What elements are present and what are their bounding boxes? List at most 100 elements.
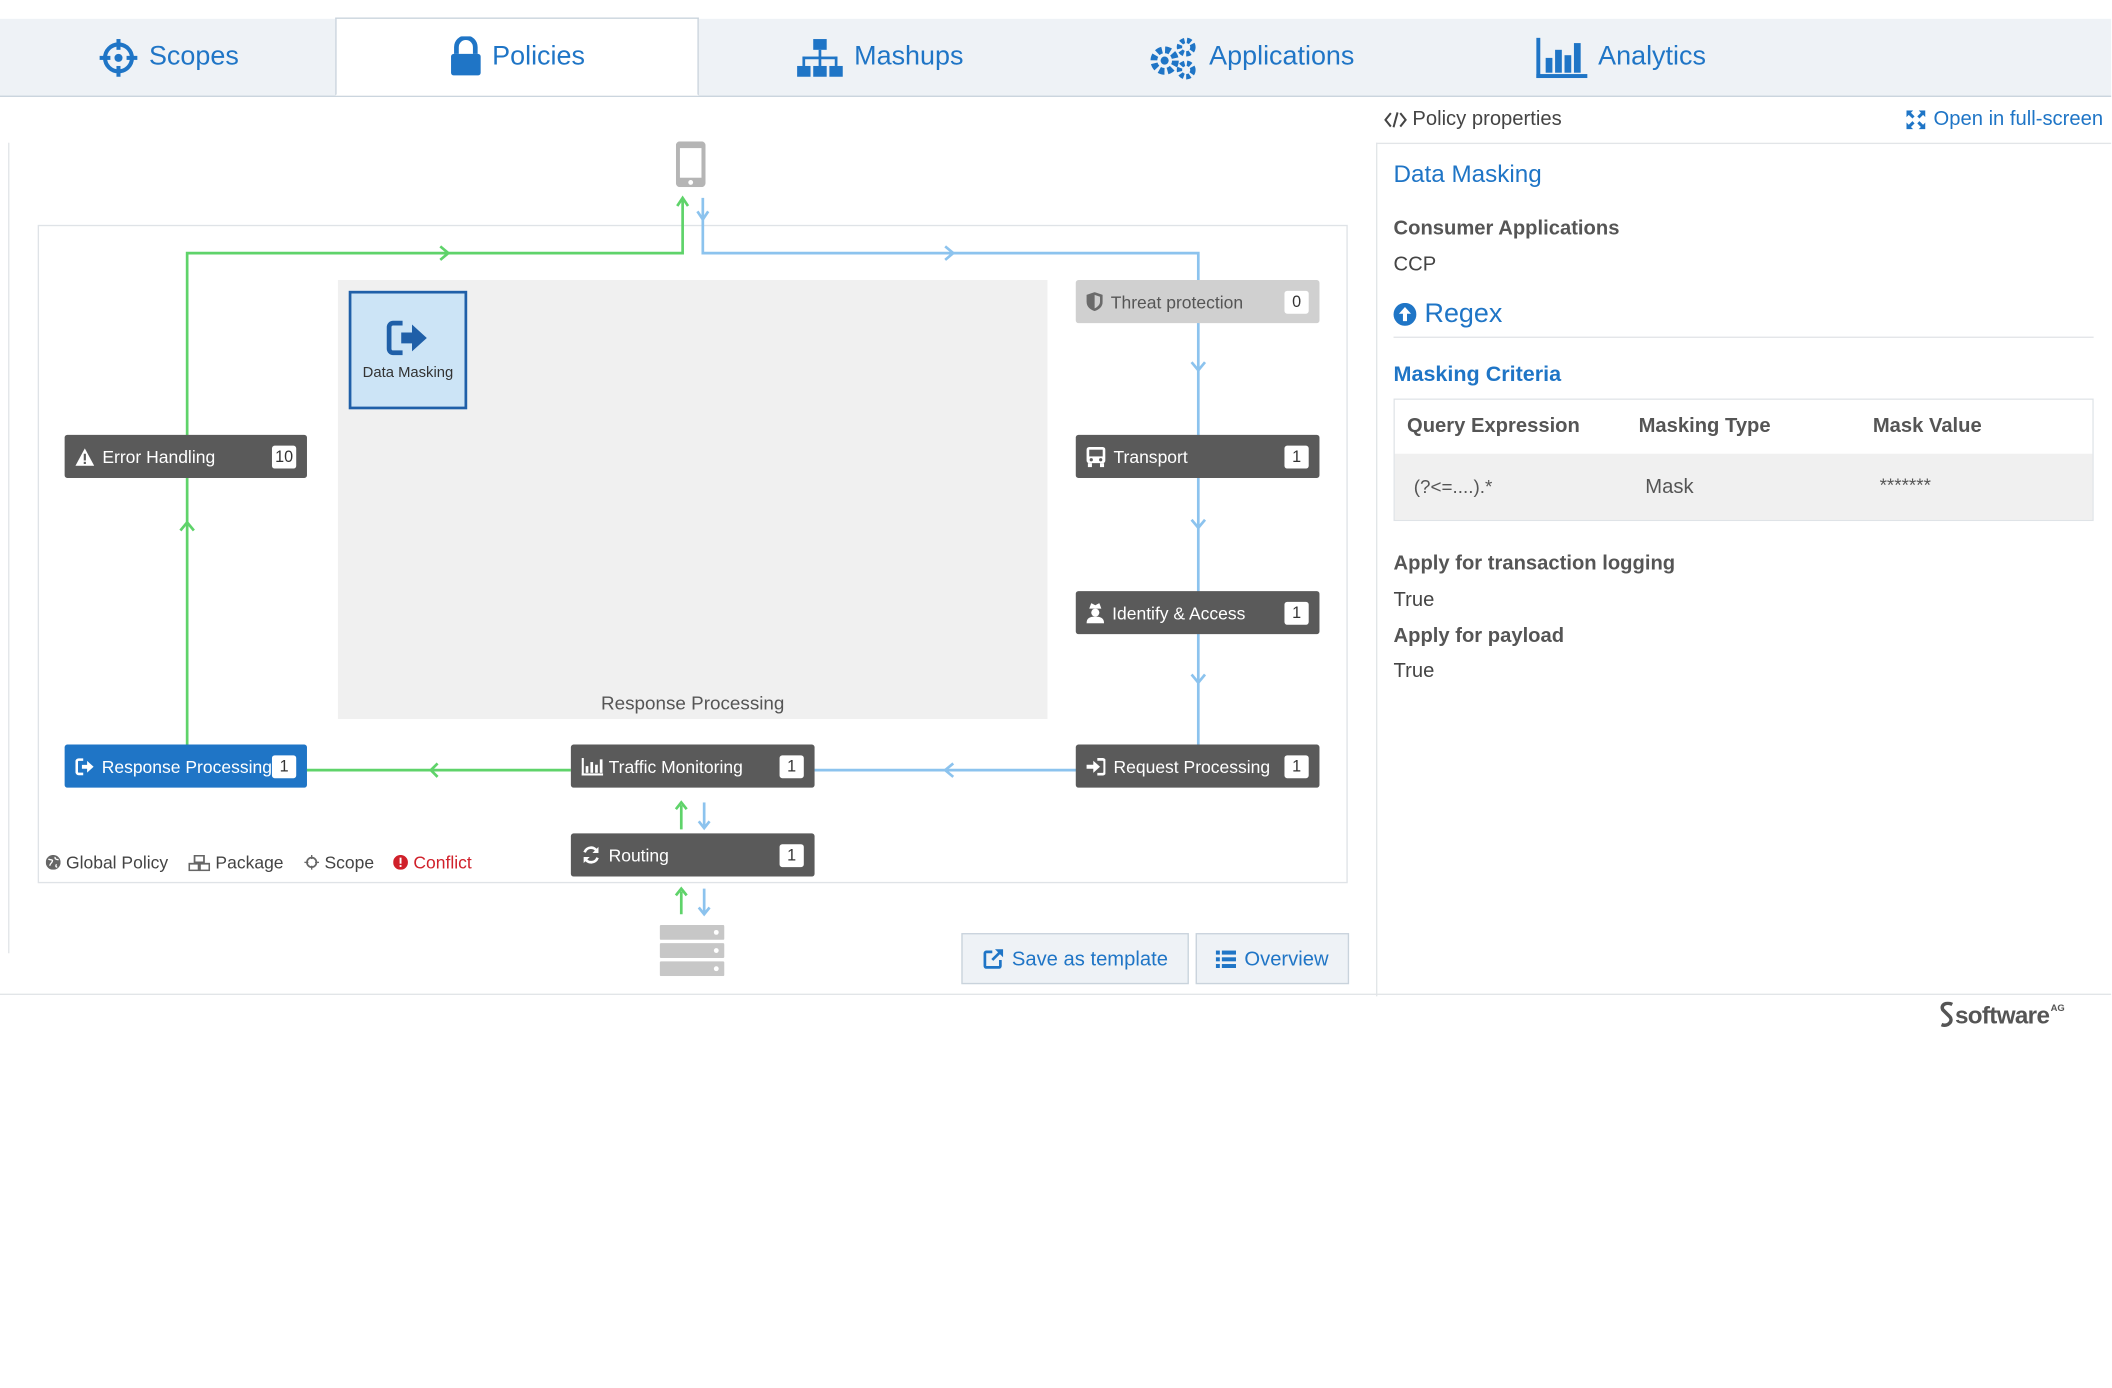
tab-mashups[interactable]: Mashups: [699, 19, 1063, 96]
crosshair-icon: [99, 38, 137, 77]
stage-label: Identify & Access: [1112, 602, 1246, 623]
tab-label: Analytics: [1598, 41, 1706, 72]
crosshair-icon: [304, 854, 320, 870]
warning-icon: [75, 447, 95, 466]
refresh-icon: [583, 846, 599, 864]
globe-icon: [45, 854, 61, 870]
dropzone-label: Response Processing: [601, 692, 785, 714]
brand-suffix: AG: [2050, 1004, 2065, 1014]
policy-properties-panel: [1376, 142, 2112, 997]
stage-traffic-monitoring[interactable]: Traffic Monitoring 1: [570, 744, 815, 788]
stage-identify-access[interactable]: Identify & Access 1: [1075, 591, 1320, 635]
transaction-logging-label: Apply for transaction logging: [1393, 552, 1676, 575]
tab-label: Applications: [1209, 41, 1355, 72]
legend-label: Scope: [324, 852, 375, 873]
legend-label: Global Policy: [65, 852, 169, 873]
exclamation-circle-icon: [393, 854, 408, 870]
arrow-circle-up-icon: [1393, 302, 1417, 326]
main-tab-bar: Scopes Policies Mashups Applications Ana…: [0, 17, 2112, 97]
legend-label: Conflict: [413, 852, 472, 873]
user-secret-icon: [1086, 602, 1105, 623]
bus-icon: [1086, 446, 1106, 467]
stage-routing[interactable]: Routing 1: [570, 833, 815, 877]
tab-policies[interactable]: Policies: [335, 17, 699, 96]
stage-count: 0: [1284, 290, 1309, 314]
left-divider: [8, 142, 10, 954]
flow-connectors: [179, 195, 1207, 917]
stage-transport[interactable]: Transport 1: [1075, 434, 1320, 478]
stage-count: 1: [779, 754, 804, 778]
policy-card-label: Data Masking: [362, 364, 454, 382]
tab-scopes[interactable]: Scopes: [0, 19, 337, 96]
regex-section-toggle[interactable]: Regex: [1393, 298, 1503, 330]
cubes-icon: [188, 854, 211, 871]
button-label: Save as template: [1011, 947, 1168, 971]
bar-chart-icon: [1536, 37, 1588, 78]
software-ag-logo: software AG: [1939, 1001, 2065, 1030]
legend-scope: Scope: [304, 852, 374, 872]
stage-label: Request Processing: [1113, 756, 1271, 777]
expand-icon: [1906, 109, 1926, 129]
apply-payload-value: True: [1393, 659, 1435, 683]
button-label: Overview: [1244, 947, 1329, 971]
tab-label: Mashups: [854, 41, 964, 72]
stage-label: Traffic Monitoring: [608, 756, 743, 777]
bar-chart-icon: [581, 757, 604, 775]
external-link-icon: [982, 949, 1003, 969]
mobile-client-icon: [675, 141, 706, 188]
stage-label: Threat protection: [1110, 291, 1244, 312]
stage-count: 1: [271, 754, 297, 778]
consumer-applications-value: CCP: [1393, 253, 1437, 277]
cell-masking-type: Mask: [1645, 475, 1694, 499]
stage-label: Response Processing: [101, 756, 272, 777]
masking-criteria-table: Query Expression Masking Type Mask Value…: [1393, 398, 2094, 522]
stage-label: Transport: [1113, 446, 1188, 467]
shield-icon: [1086, 292, 1103, 312]
list-icon: [1216, 949, 1237, 968]
stage-label: Error Handling: [102, 446, 216, 467]
masking-criteria-heading: Masking Criteria: [1393, 363, 1562, 387]
section-divider: [1393, 336, 2094, 338]
cell-query-expression: (?<=....).*: [1413, 475, 1493, 497]
sign-in-icon: [1086, 757, 1106, 775]
transaction-logging-value: True: [1393, 588, 1435, 612]
table-header-row: Query Expression Masking Type Mask Value: [1394, 399, 2093, 454]
legend-package: Package: [188, 852, 284, 873]
sitemap-icon: [797, 38, 844, 77]
stage-count: 1: [1284, 601, 1309, 625]
code-icon: [1384, 111, 1407, 127]
legend-global-policy: Global Policy: [45, 852, 169, 873]
stage-label: Routing: [608, 844, 669, 866]
stage-count: 1: [1284, 444, 1309, 468]
regex-section-label: Regex: [1424, 298, 1503, 329]
open-fullscreen-link[interactable]: Open in full-screen: [1906, 107, 2104, 131]
stage-error-handling[interactable]: Error Handling 10: [64, 434, 307, 478]
sign-out-icon: [75, 757, 94, 775]
sign-out-icon: [386, 320, 427, 356]
gears-icon: [1150, 37, 1196, 79]
policy-name-heading: Data Masking: [1393, 160, 1542, 188]
table-row[interactable]: (?<=....).* Mask *******: [1394, 453, 2093, 520]
apply-payload-label: Apply for payload: [1393, 624, 1565, 648]
policy-properties-header: Policy properties Open in full-screen: [1376, 97, 2111, 143]
save-as-template-button[interactable]: Save as template: [961, 933, 1189, 985]
footer-divider: [0, 993, 2112, 995]
software-ag-mark-icon: [1940, 1001, 1954, 1027]
stage-request-processing[interactable]: Request Processing 1: [1075, 744, 1320, 788]
overview-button[interactable]: Overview: [1195, 933, 1350, 985]
column-header-mask-value: Mask Value: [1872, 414, 1982, 438]
tab-applications[interactable]: Applications: [1062, 19, 1439, 96]
stage-threat-protection[interactable]: Threat protection 0: [1075, 280, 1320, 324]
panel-header-label: Policy properties: [1412, 107, 1562, 131]
fullscreen-label: Open in full-screen: [1933, 107, 2104, 131]
stage-count: 1: [779, 843, 804, 867]
stage-response-processing[interactable]: Response Processing 1: [64, 744, 307, 788]
legend-conflict: Conflict: [393, 852, 472, 872]
consumer-applications-label: Consumer Applications: [1393, 216, 1620, 240]
brand-name: software: [1954, 1001, 2050, 1029]
tab-analytics[interactable]: Analytics: [1439, 19, 1803, 96]
data-masking-policy-card[interactable]: Data Masking: [348, 290, 468, 410]
policy-properties-title: Policy properties: [1384, 108, 1562, 131]
stage-count: 10: [271, 444, 297, 468]
legend-label: Package: [215, 852, 284, 873]
